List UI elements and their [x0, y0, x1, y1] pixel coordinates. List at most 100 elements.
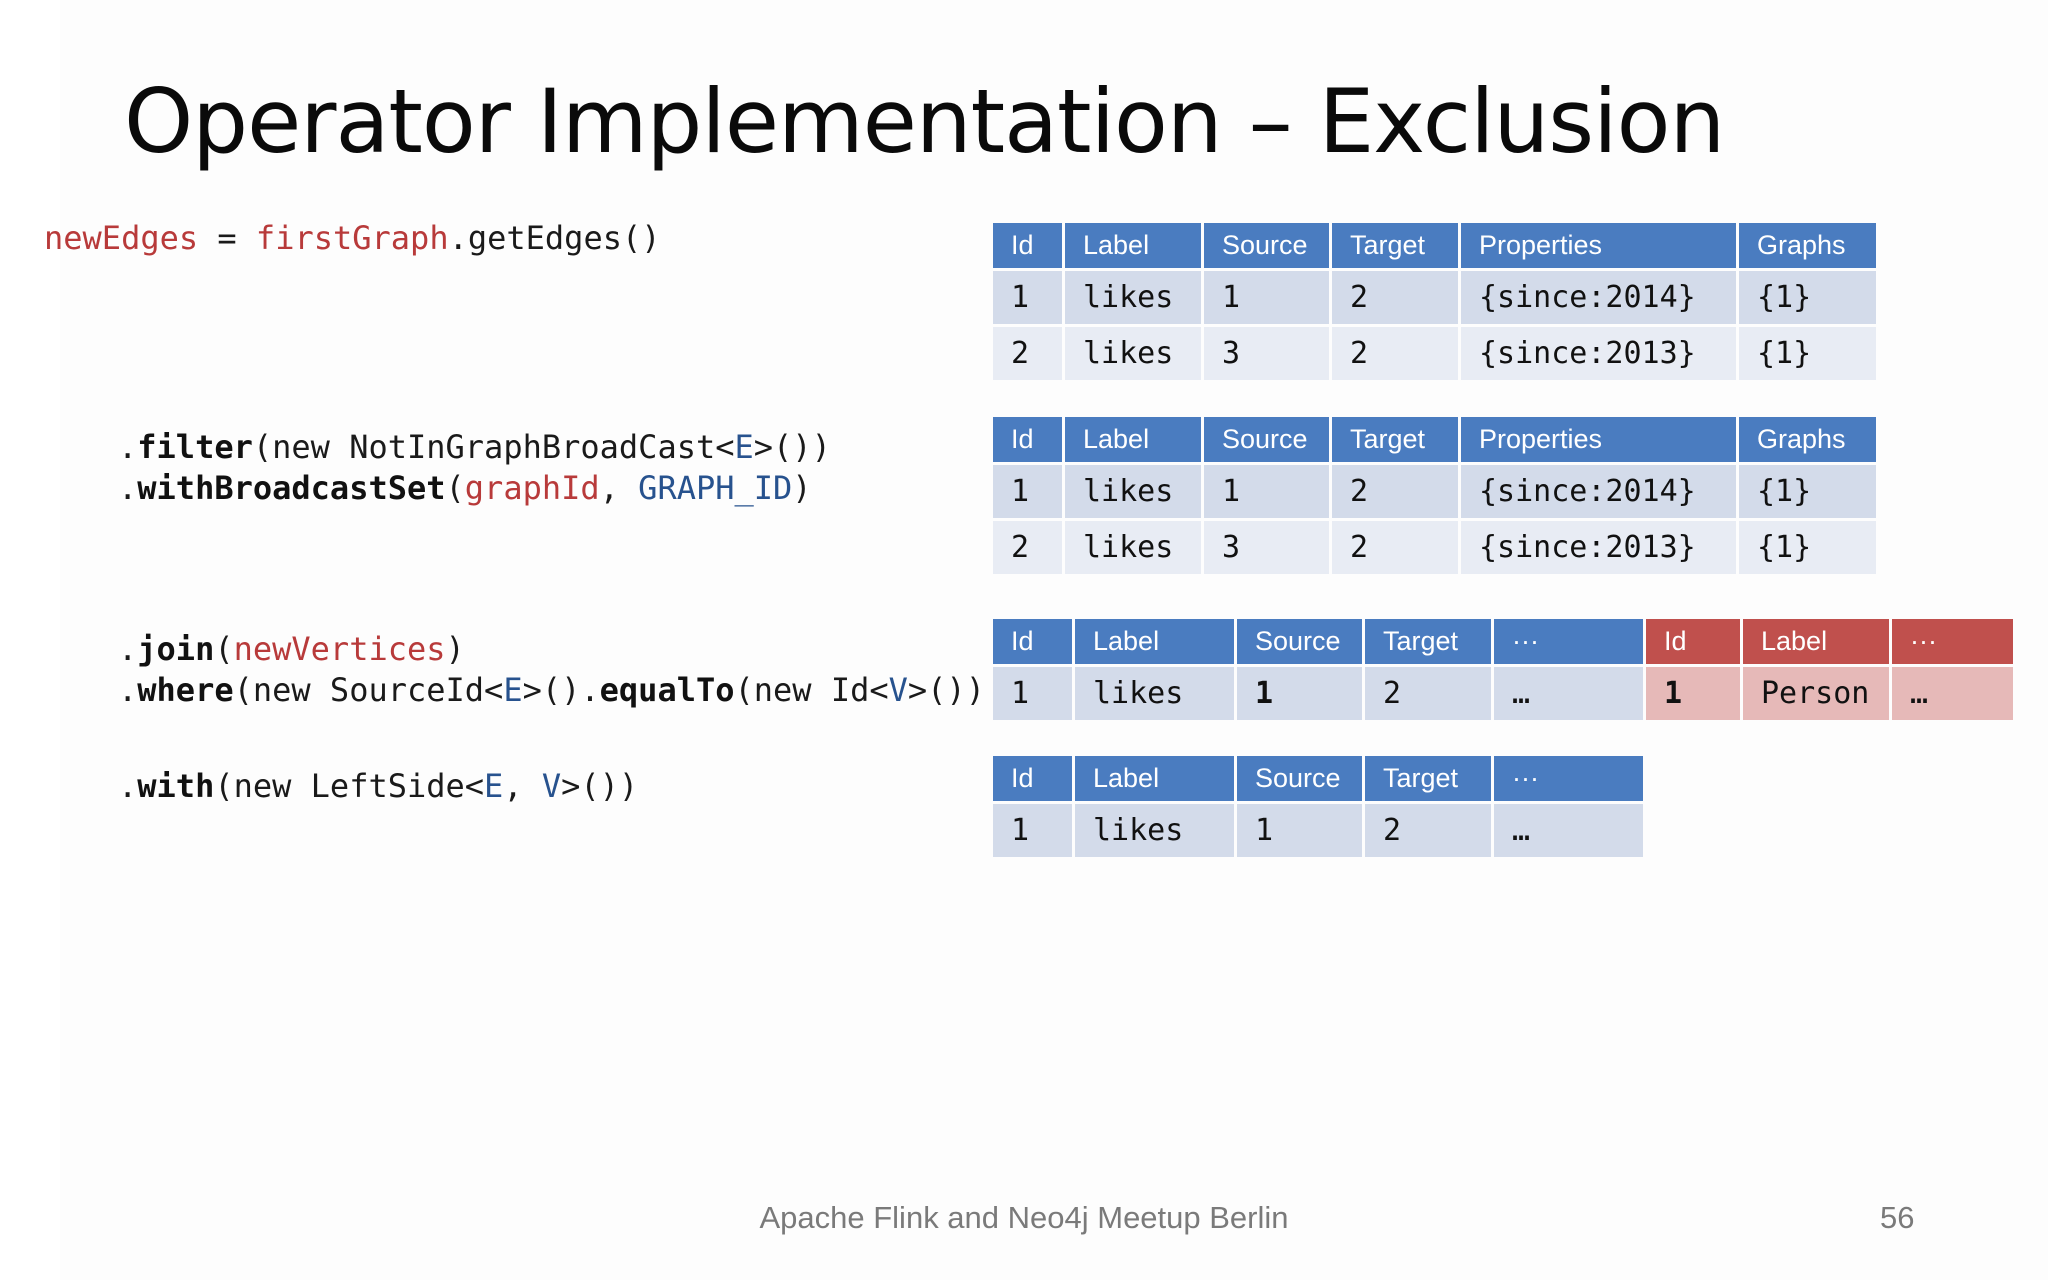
slide-footer: Apache Flink and Neo4j Meetup Berlin	[759, 1200, 1289, 1235]
cell-target: 2	[1332, 327, 1458, 380]
code-broadcast-method: withBroadcastSet	[137, 469, 446, 507]
cell-id: 1	[993, 271, 1062, 324]
cell-source: 1	[1237, 804, 1362, 857]
table-header-row: Id Label Source Target Properties Graphs	[993, 223, 1876, 268]
header-vertex-more: ···	[1892, 619, 2013, 664]
cell-id: 1	[993, 804, 1072, 857]
code-comma: ,	[503, 767, 542, 805]
table-row: 2 likes 3 2 {since:2013} {1}	[993, 327, 1876, 380]
result-edges-table: Id Label Source Target ··· 1 likes 1 2 …	[990, 753, 1646, 860]
header-id: Id	[993, 417, 1062, 462]
cell-label: likes	[1065, 271, 1201, 324]
cell-target: 2	[1365, 804, 1491, 857]
code-getedges-call: .getEdges()	[448, 219, 661, 257]
cell-id: 1	[993, 465, 1062, 518]
edges-table-filtered: Id Label Source Target Properties Graphs…	[990, 414, 1879, 577]
code-line-get-edges: newEdges = firstGraph.getEdges()	[44, 218, 661, 259]
code-filter-close: >())	[753, 428, 831, 466]
cell-id: 1	[993, 667, 1072, 720]
header-id: Id	[993, 619, 1072, 664]
cell-graphs: {1}	[1739, 271, 1876, 324]
cell-target: 2	[1332, 465, 1458, 518]
code-dot: .	[118, 671, 138, 709]
cell-graphs: {1}	[1739, 465, 1876, 518]
header-id: Id	[993, 223, 1062, 268]
table-row: 1 likes 1 2 …	[993, 804, 1643, 857]
cell-properties: {since:2013}	[1461, 521, 1736, 574]
code-type-e: E	[503, 671, 523, 709]
code-leftside: (new LeftSide<	[214, 767, 485, 805]
header-vertex-id: Id	[1646, 619, 1740, 664]
header-source: Source	[1204, 223, 1329, 268]
cell-source: 1	[1237, 667, 1362, 720]
table-row: 1 likes 1 2 {since:2014} {1}	[993, 465, 1876, 518]
header-label: Label	[1065, 223, 1201, 268]
code-assign: =	[198, 219, 256, 257]
code-firstgraph-var: firstGraph	[255, 219, 449, 257]
header-graphs: Graphs	[1739, 417, 1876, 462]
header-target: Target	[1332, 223, 1458, 268]
code-type-v: V	[541, 767, 562, 805]
cell-target: 2	[1365, 667, 1491, 720]
code-newvertices-arg: newVertices	[233, 630, 446, 668]
cell-id: 2	[993, 327, 1062, 380]
code-line-filter: .filter(new NotInGraphBroadCast<E>())	[118, 427, 831, 468]
code-paren: )	[445, 630, 465, 668]
table-header-row: Id Label Source Target ··· Id Label ···	[993, 619, 2013, 664]
code-id: (new Id<	[734, 671, 889, 709]
cell-properties: {since:2014}	[1461, 465, 1736, 518]
code-graph-id-const: GRAPH_ID	[638, 469, 793, 507]
page-number: 56	[1880, 1200, 1915, 1235]
header-target: Target	[1365, 756, 1491, 801]
code-line-join: .join(newVertices)	[118, 629, 465, 670]
cell-source: 3	[1204, 327, 1329, 380]
header-source: Source	[1204, 417, 1329, 462]
table-row: 1 likes 1 2 {since:2014} {1}	[993, 271, 1876, 324]
code-paren: (	[214, 630, 234, 668]
header-vertex-label: Label	[1743, 619, 1889, 664]
header-graphs: Graphs	[1739, 223, 1876, 268]
slide-title: Operator Implementation – Exclusion	[124, 70, 1725, 173]
code-dot: .	[118, 469, 138, 507]
code-filter-method: filter	[137, 428, 253, 466]
cell-source: 1	[1204, 271, 1329, 324]
cell-properties: {since:2014}	[1461, 271, 1736, 324]
header-more: ···	[1494, 756, 1643, 801]
cell-graphs: {1}	[1739, 327, 1876, 380]
cell-id: 2	[993, 521, 1062, 574]
code-line-with: .with(new LeftSide<E, V>())	[118, 766, 638, 807]
code-join-method: join	[137, 630, 215, 668]
header-target: Target	[1365, 619, 1491, 664]
cell-label: likes	[1065, 327, 1201, 380]
code-paren: (	[445, 469, 465, 507]
cell-vertex-label: Person	[1743, 667, 1889, 720]
code-paren: >())	[907, 671, 985, 709]
code-dot: .	[118, 767, 138, 805]
code-line-broadcast: .withBroadcastSet(graphId, GRAPH_ID)	[118, 468, 812, 509]
code-equalto-method: equalTo	[599, 671, 735, 709]
header-source: Source	[1237, 756, 1362, 801]
code-type-v: V	[888, 671, 908, 709]
code-paren: >())	[561, 767, 639, 805]
cell-properties: {since:2013}	[1461, 327, 1736, 380]
cell-target: 2	[1332, 521, 1458, 574]
code-type-e: E	[734, 428, 754, 466]
cell-label: likes	[1075, 667, 1234, 720]
header-label: Label	[1075, 756, 1234, 801]
header-properties: Properties	[1461, 417, 1736, 462]
header-source: Source	[1237, 619, 1362, 664]
code-newedges-var: newEdges	[44, 219, 199, 257]
cell-label: likes	[1065, 465, 1201, 518]
table-header-row: Id Label Source Target Properties Graphs	[993, 417, 1876, 462]
header-more: ···	[1494, 619, 1643, 664]
edges-table-first-graph: Id Label Source Target Properties Graphs…	[990, 220, 1879, 383]
code-paren: )	[792, 469, 812, 507]
code-with-method: with	[137, 767, 215, 805]
header-id: Id	[993, 756, 1072, 801]
header-target: Target	[1332, 417, 1458, 462]
code-dot: .	[118, 428, 138, 466]
cell-vertex-id: 1	[1646, 667, 1740, 720]
table-header-row: Id Label Source Target ···	[993, 756, 1643, 801]
cell-more: …	[1494, 804, 1643, 857]
code-comma: ,	[599, 469, 639, 507]
